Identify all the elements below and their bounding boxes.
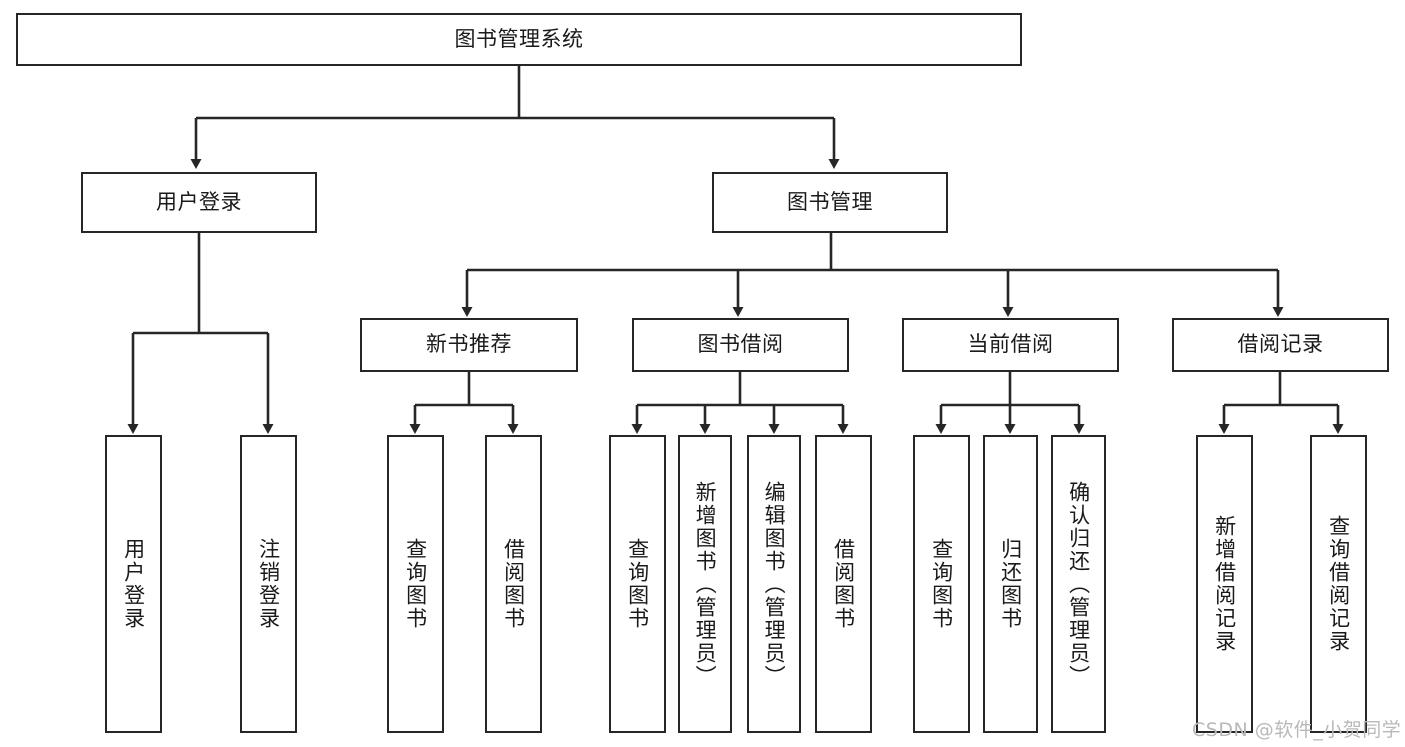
leaf-logout-label: 注销登录 (256, 538, 281, 630)
leaf-cb-return-book[interactable]: 归还图书 (983, 435, 1038, 733)
node-borrow-record[interactable]: 借阅记录 (1172, 318, 1389, 372)
node-book-borrow[interactable]: 图书借阅 (632, 318, 849, 372)
leaf-nbr-borrow-book-label: 借阅图书 (501, 538, 526, 630)
leaf-user-login-label: 用户登录 (121, 538, 146, 630)
leaf-nbr-query-book-label: 查询图书 (403, 538, 428, 630)
node-borrow-record-label: 借阅记录 (1237, 332, 1324, 357)
node-new-book-recommend[interactable]: 新书推荐 (360, 318, 578, 372)
leaf-bb-edit-book[interactable]: 编辑图书（管理员） (747, 435, 801, 733)
leaf-user-login[interactable]: 用户登录 (105, 435, 162, 733)
leaf-nbr-borrow-book[interactable]: 借阅图书 (485, 435, 542, 733)
leaf-cb-confirm-return-label: 确认归还（管理员） (1066, 480, 1091, 688)
leaf-bb-query-book[interactable]: 查询图书 (609, 435, 666, 733)
leaf-nbr-query-book[interactable]: 查询图书 (387, 435, 444, 733)
node-book-management[interactable]: 图书管理 (712, 172, 948, 233)
node-current-borrow[interactable]: 当前借阅 (902, 318, 1119, 372)
leaf-cb-return-book-label: 归还图书 (998, 538, 1023, 630)
leaf-cb-query-book-label: 查询图书 (929, 538, 954, 630)
leaf-bb-edit-book-label: 编辑图书（管理员） (762, 480, 787, 688)
node-current-borrow-label: 当前借阅 (967, 332, 1054, 357)
leaf-cb-confirm-return[interactable]: 确认归还（管理员） (1051, 435, 1106, 733)
node-book-borrow-label: 图书借阅 (697, 332, 784, 357)
leaf-br-query-record-label: 查询借阅记录 (1326, 515, 1351, 653)
leaf-br-add-record[interactable]: 新增借阅记录 (1196, 435, 1253, 733)
node-root-label: 图书管理系统 (454, 26, 584, 51)
node-new-book-recommend-label: 新书推荐 (426, 332, 512, 357)
leaf-cb-query-book[interactable]: 查询图书 (913, 435, 970, 733)
leaf-br-query-record[interactable]: 查询借阅记录 (1310, 435, 1367, 733)
node-book-management-label: 图书管理 (787, 189, 873, 214)
leaf-bb-query-book-label: 查询图书 (625, 538, 650, 630)
leaf-bb-add-book[interactable]: 新增图书（管理员） (678, 435, 732, 733)
node-user-login-label: 用户登录 (156, 189, 242, 214)
leaf-br-add-record-label: 新增借阅记录 (1212, 515, 1237, 653)
leaf-bb-add-book-label: 新增图书（管理员） (693, 480, 718, 688)
node-user-login[interactable]: 用户登录 (81, 172, 317, 233)
node-root[interactable]: 图书管理系统 (16, 13, 1022, 66)
leaf-logout[interactable]: 注销登录 (240, 435, 297, 733)
leaf-bb-borrow-book[interactable]: 借阅图书 (815, 435, 872, 733)
leaf-bb-borrow-book-label: 借阅图书 (831, 538, 856, 630)
csdn-watermark: CSDN @软件_小贺同学 (1192, 719, 1402, 741)
